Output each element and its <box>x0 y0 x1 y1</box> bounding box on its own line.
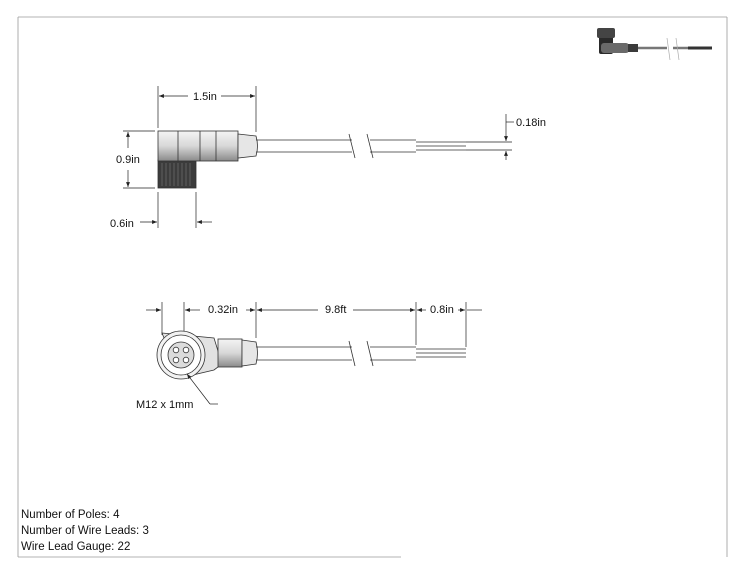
dim-height: 0.9in <box>116 154 140 166</box>
connector-side-view <box>157 130 466 189</box>
spec-list: Number of Poles: 4 Number of Wire Leads:… <box>21 507 149 555</box>
dim-cable-length: 9.8ft <box>325 304 346 316</box>
sheet-frame <box>17 16 728 558</box>
dim-lead-diameter: 0.18in <box>516 117 546 129</box>
dimension-lines-bottom <box>146 302 482 405</box>
thread-callout: M12 x 1mm <box>136 399 193 411</box>
spec-wire-gauge: Wire Lead Gauge: 22 <box>21 541 131 553</box>
connector-front-view <box>156 330 466 380</box>
dim-offset: 0.32in <box>208 304 238 316</box>
connector-thumbnail <box>597 28 712 61</box>
spec-poles: Number of Poles: 4 <box>21 509 120 521</box>
dimension-lines-top <box>123 86 514 228</box>
dim-overall-length: 1.5in <box>193 91 217 103</box>
dim-nut-width: 0.6in <box>110 218 134 230</box>
dim-strip-length: 0.8in <box>430 304 454 316</box>
spec-wire-leads: Number of Wire Leads: 3 <box>21 525 149 537</box>
